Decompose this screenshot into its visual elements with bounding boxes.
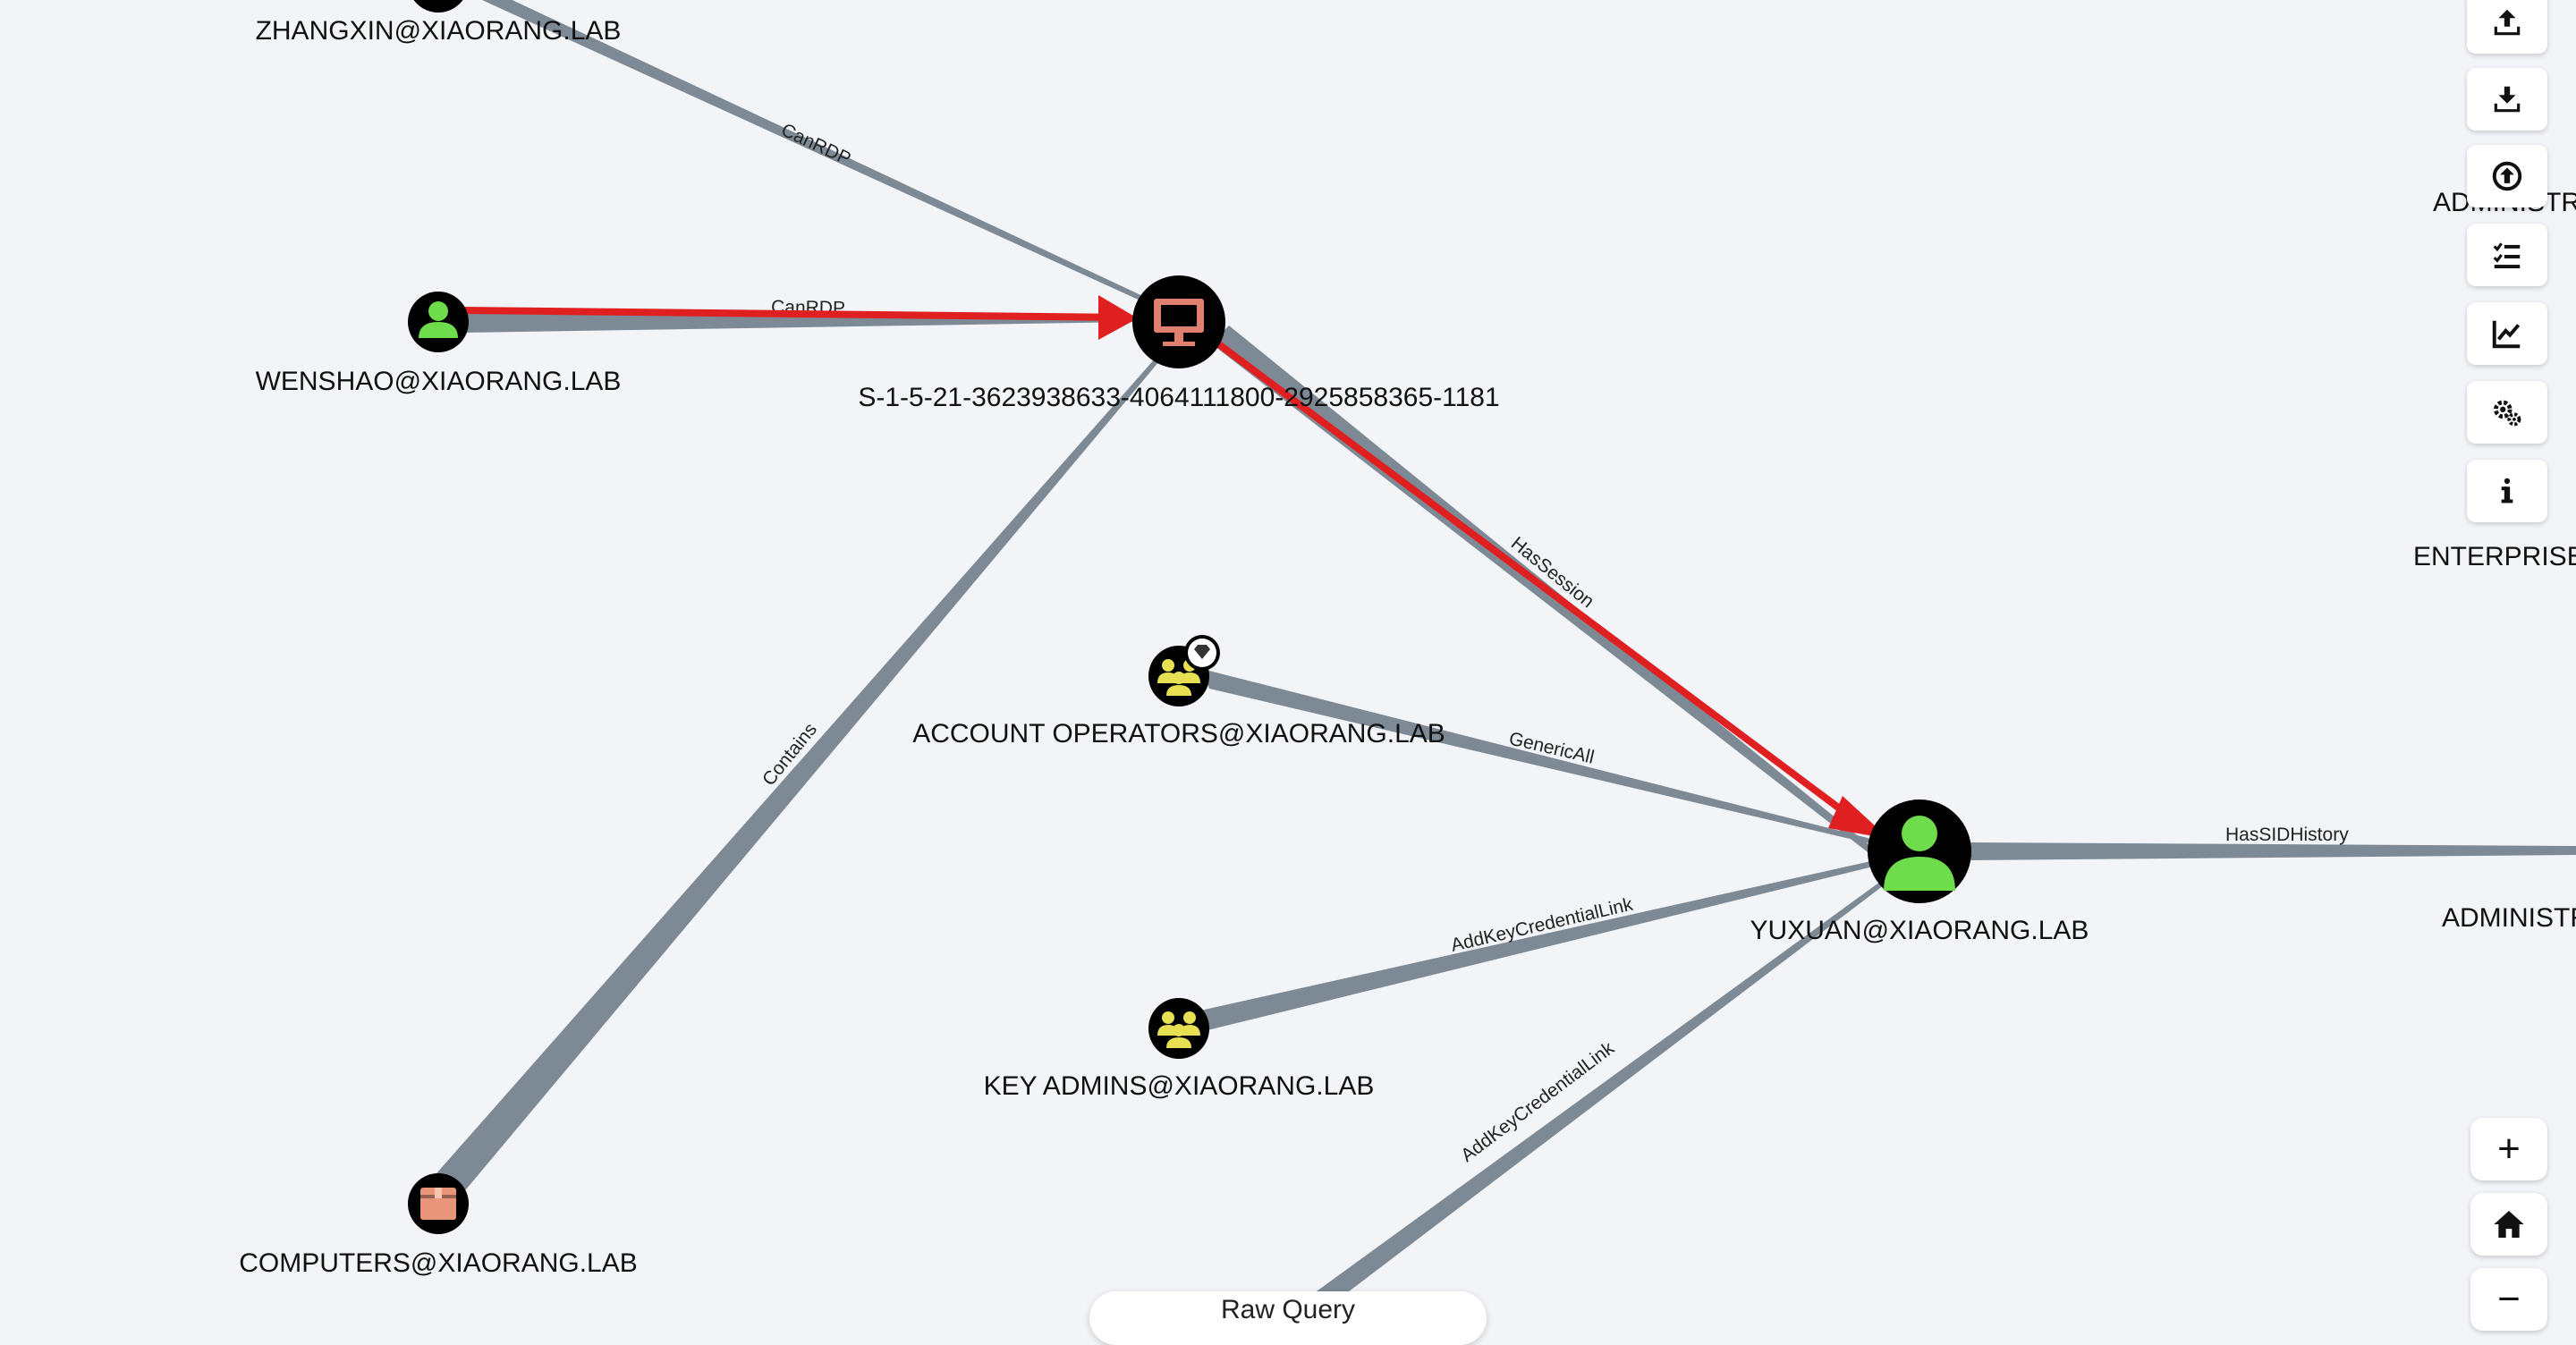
node-label-computers: COMPUTERS@XIAORANG.LAB [239, 1248, 638, 1278]
import-icon [2492, 161, 2522, 191]
node-yuxuan[interactable]: YUXUAN@XIAORANG.LAB [1750, 799, 2089, 945]
info-icon [2501, 478, 2513, 503]
node-computers[interactable]: COMPUTERS@XIAORANG.LAB [239, 1173, 638, 1278]
node-zhangxin[interactable]: ZHANGXIN@XIAORANG.LAB [256, 0, 622, 46]
group-icon [1157, 1011, 1200, 1048]
node-label-enterprise: ENTERPRISE [2413, 542, 2576, 571]
node-label-key-admins: KEY ADMINS@XIAORANG.LAB [984, 1071, 1375, 1101]
node-label-zhangxin: ZHANGXIN@XIAORANG.LAB [256, 16, 622, 46]
download-icon [2494, 86, 2521, 113]
home-icon [2494, 1211, 2524, 1238]
raw-query-button[interactable]: Raw Query [1089, 1291, 1487, 1345]
chart-button[interactable] [2467, 302, 2547, 365]
home-button[interactable] [2470, 1193, 2547, 1256]
attack-path [461, 295, 1889, 839]
edge-zhangxin-canrdp[interactable]: CanRDP [472, 0, 1179, 317]
upload-button[interactable] [2467, 0, 2547, 54]
info-button[interactable] [2467, 460, 2547, 522]
queries-button[interactable] [2467, 224, 2547, 286]
computer-icon [1154, 299, 1204, 346]
node-computer-sid[interactable]: S-1-5-21-3623938633-4064111800-292585836… [858, 275, 1500, 412]
node-label-wenshao: WENSHAO@XIAORANG.LAB [256, 367, 622, 396]
high-value-gem-icon [1184, 635, 1220, 671]
edge-label-canrdp-1: CanRDP [778, 120, 854, 170]
node-wenshao[interactable]: WENSHAO@XIAORANG.LAB [256, 292, 622, 396]
node-label-computer-sid: S-1-5-21-3623938633-4064111800-292585836… [858, 383, 1499, 412]
group-icon [1157, 659, 1200, 696]
upload-icon [2494, 9, 2521, 36]
node-label-yuxuan: YUXUAN@XIAORANG.LAB [1750, 916, 2089, 945]
checklist-icon [2493, 242, 2521, 269]
node-label-administrator-right: ADMINISTR [2442, 903, 2576, 933]
edge-label-hassidhistory: HasSIDHistory [2225, 825, 2349, 845]
edge-yuxuan-hassidhistory[interactable]: HasSIDHistory [1964, 825, 2576, 860]
chart-icon [2492, 320, 2521, 349]
graph-canvas[interactable]: CanRDP CanRDP Contains HasSession Generi… [0, 0, 2576, 1317]
import-button[interactable] [2467, 145, 2547, 207]
download-button[interactable] [2467, 68, 2547, 131]
gears-icon [2493, 400, 2521, 427]
zoom-in-button[interactable]: + [2470, 1118, 2547, 1180]
node-label-account-operators: ACCOUNT OPERATORS@XIAORANG.LAB [912, 719, 1445, 749]
zoom-out-button[interactable]: − [2470, 1268, 2547, 1331]
box-icon [420, 1188, 456, 1220]
edge-key-admins-addkey[interactable]: AddKeyCredentialLink [1200, 860, 1877, 1030]
user-icon [1884, 816, 1955, 891]
settings-button[interactable] [2467, 381, 2547, 444]
node-account-operators[interactable]: ACCOUNT OPERATORS@XIAORANG.LAB [912, 635, 1445, 749]
user-icon [419, 301, 458, 338]
node-key-admins[interactable]: KEY ADMINS@XIAORANG.LAB [984, 998, 1375, 1101]
